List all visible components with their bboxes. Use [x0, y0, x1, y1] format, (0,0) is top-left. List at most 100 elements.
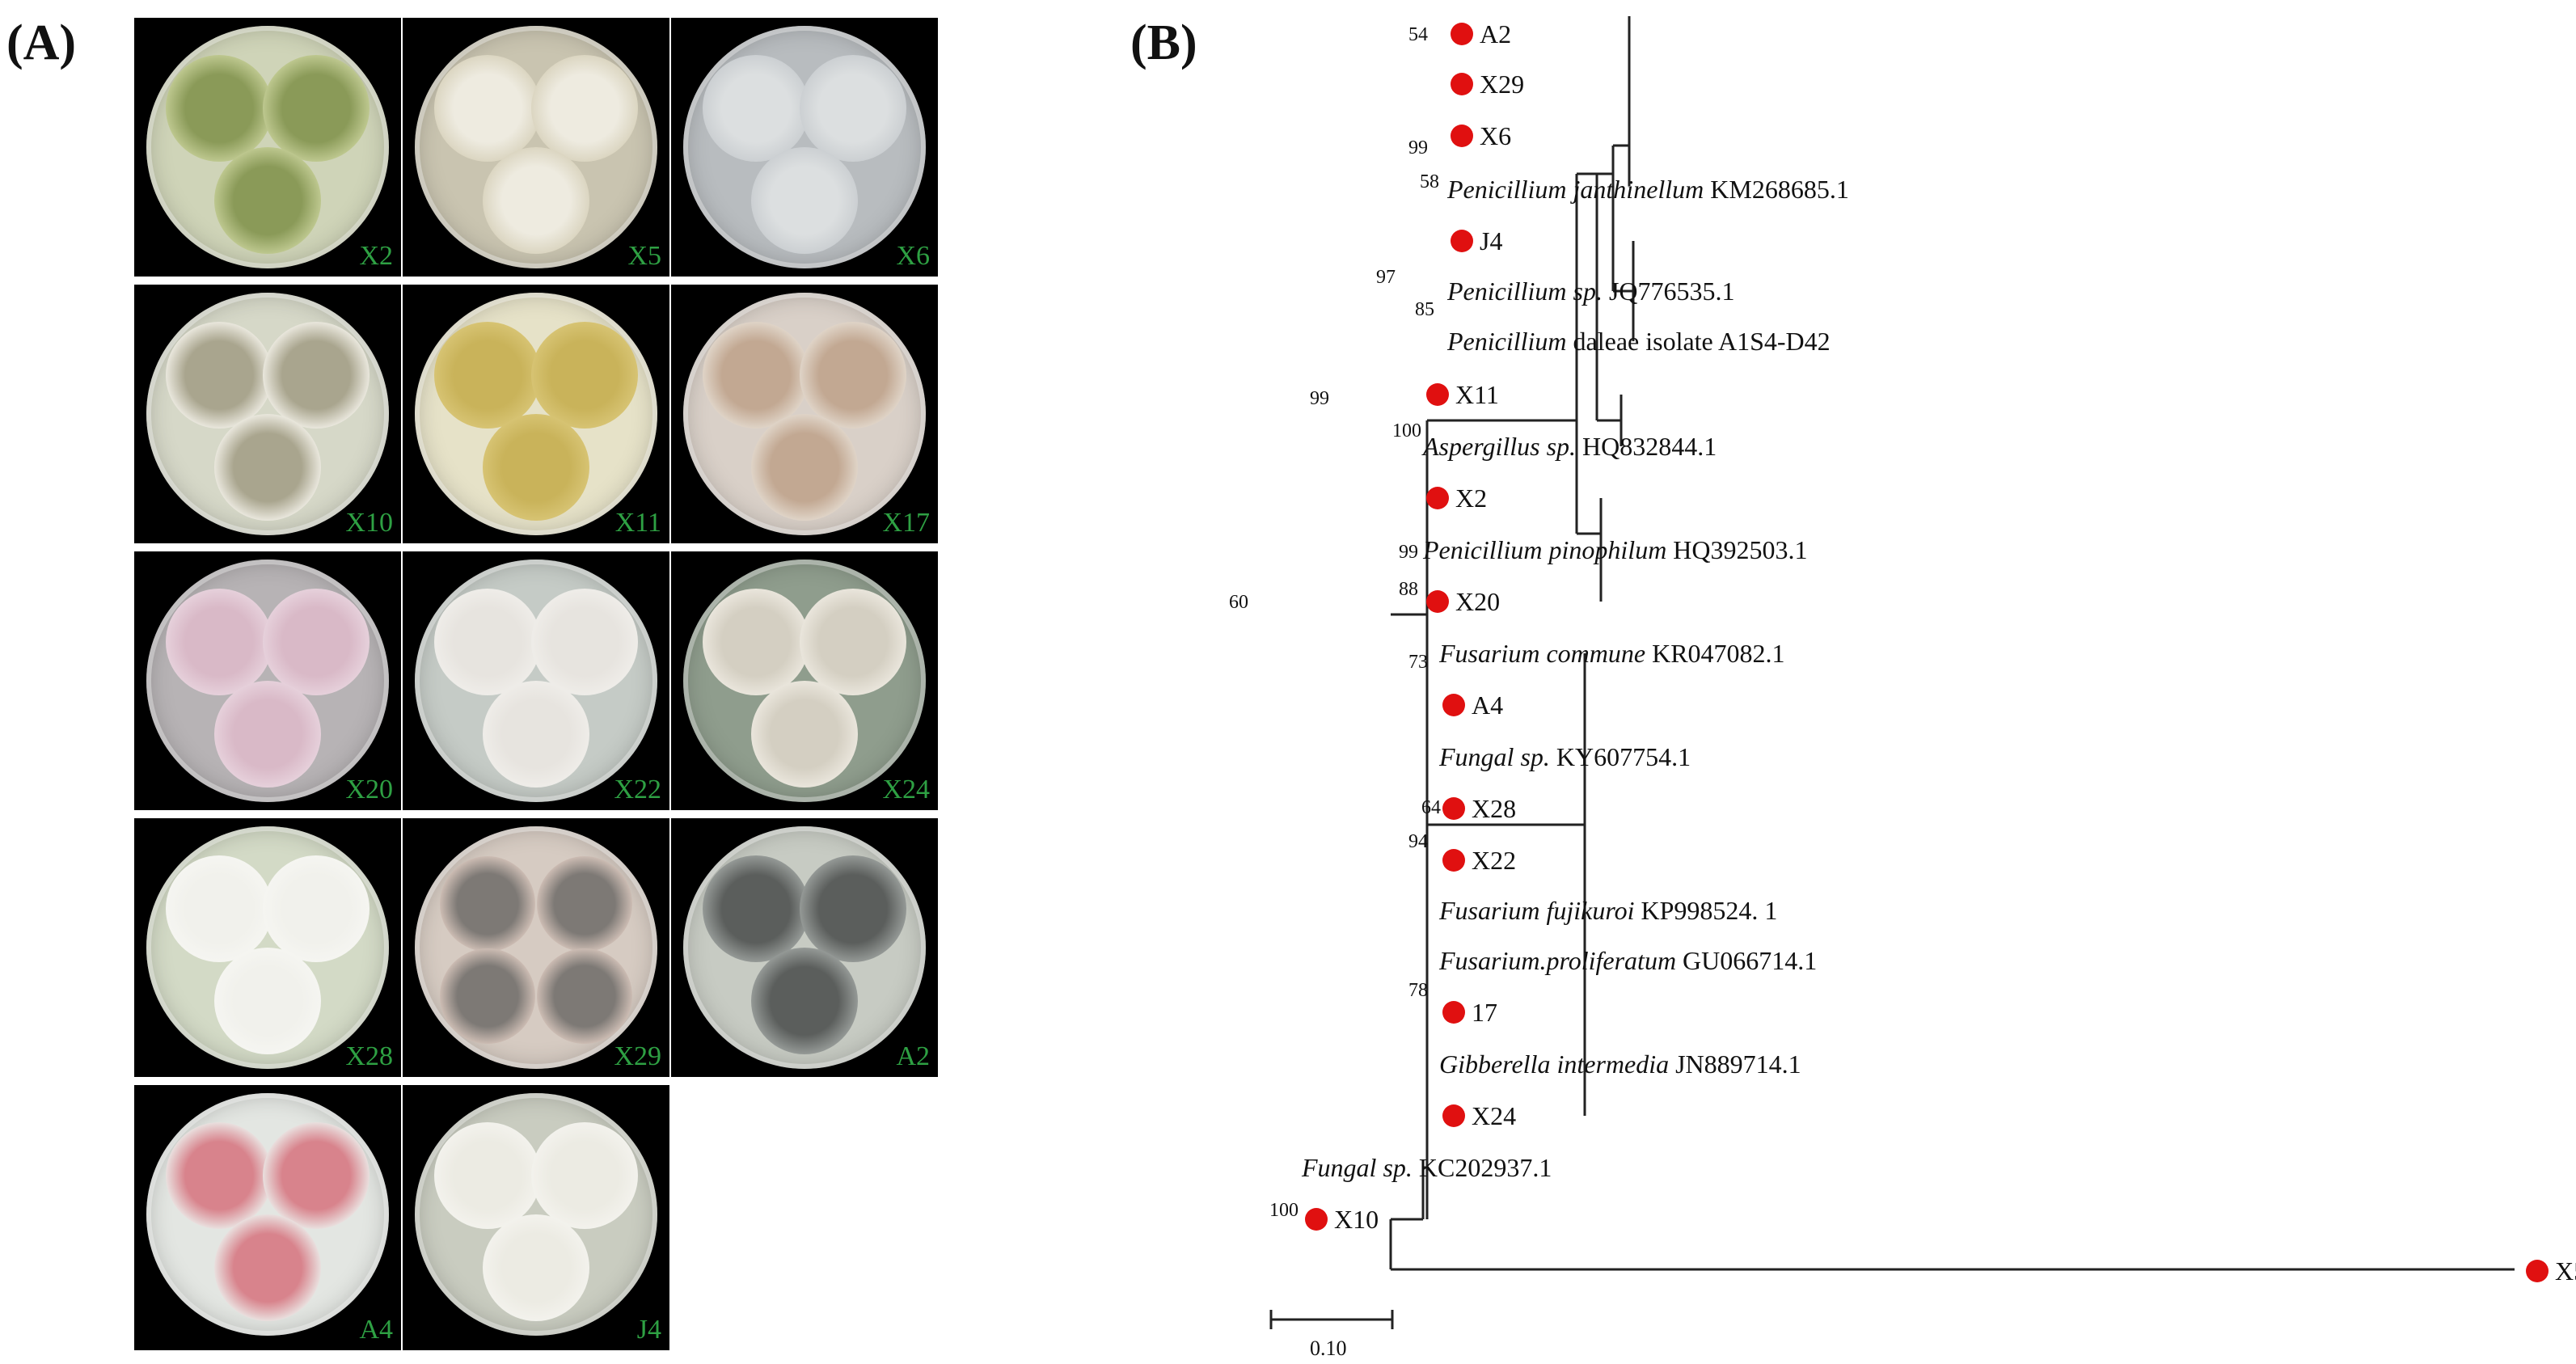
bootstrap-value: 88 [1399, 579, 1418, 600]
leaf-label: Fusarium fujikuroi KP998524. 1 [1438, 896, 1777, 925]
bootstrap-value: 100 [1392, 420, 1421, 441]
isolate-marker [1426, 590, 1449, 613]
petri-dish [415, 1093, 657, 1336]
fungal-colony [166, 1122, 272, 1229]
culture-plate-x22: X22 [403, 551, 669, 810]
bootstrap-value: 78 [1408, 980, 1428, 1001]
fungal-colony [214, 147, 321, 254]
leaf-label: X5 [2555, 1256, 2576, 1286]
culture-plate-x5: X5 [403, 18, 669, 277]
scale-bar: 0.10 [1269, 1310, 1394, 1360]
leaf-label: Fusarium.proliferatum GU066714.1 [1438, 946, 1817, 975]
tree-leaf: X11 [1426, 380, 1499, 409]
isolate-marker [1451, 230, 1473, 252]
tree-leaf: X20 [1426, 587, 1500, 616]
fungal-colony [537, 856, 632, 952]
fungal-colony [434, 322, 541, 429]
tree-leaf: X6 [1451, 121, 1511, 150]
fungal-colony [751, 414, 858, 521]
petri-dish [683, 560, 926, 802]
petri-dish [146, 293, 389, 535]
scale-bar-label: 0.10 [1310, 1337, 1347, 1360]
fungal-colony [434, 55, 541, 162]
tree-leaf: Penicillium pinophilum HQ392503.1 [1422, 535, 1808, 564]
leaf-label: Penicillium pinophilum HQ392503.1 [1422, 535, 1808, 564]
tree-leaf: X10 [1305, 1205, 1379, 1234]
fungal-colony [531, 589, 638, 695]
bootstrap-value: 99 [1310, 388, 1329, 409]
bootstrap-value: 73 [1408, 652, 1428, 673]
leaf-label: J4 [1480, 226, 1502, 255]
petri-dish [683, 26, 926, 268]
plate-label: X17 [882, 508, 930, 538]
leaf-label: Gibberella intermedia JN889714.1 [1439, 1049, 1801, 1079]
fungal-colony [703, 322, 809, 429]
fungal-colony [434, 1122, 541, 1229]
tree-leaf: Penicillium sp. JQ776535.1 [1446, 277, 1735, 306]
plate-label: X10 [345, 508, 393, 538]
fungal-colony [440, 856, 535, 952]
bootstrap-value: 85 [1415, 299, 1434, 320]
isolate-marker [1451, 125, 1473, 147]
petri-dish [683, 826, 926, 1069]
bootstrap-value: 100 [1269, 1200, 1299, 1221]
plate-label: X22 [614, 775, 661, 804]
petri-dish [146, 1093, 389, 1336]
fungal-colony [214, 1214, 321, 1321]
tree-leaf: Penicillium daleae isolate A1S4-D42 [1446, 327, 1831, 356]
leaf-label: X10 [1334, 1205, 1379, 1234]
leaf-label: X11 [1455, 380, 1499, 409]
leaf-label: 17 [1472, 998, 1497, 1027]
leaf-label: A4 [1472, 690, 1503, 720]
culture-plate-x2: X2 [134, 18, 401, 277]
culture-plate-a4: A4 [134, 1085, 401, 1350]
fungal-colony [214, 414, 321, 521]
leaf-label: X6 [1480, 121, 1511, 150]
isolate-marker [1442, 1001, 1465, 1024]
plate-label: A2 [896, 1041, 930, 1071]
tree-leaf: Fungal sp. KC202937.1 [1301, 1153, 1552, 1182]
leaf-label: Penicillium daleae isolate A1S4-D42 [1446, 327, 1831, 356]
tree-leaf: X29 [1451, 70, 1524, 99]
leaf-label: X22 [1472, 846, 1516, 875]
fungal-colony [263, 55, 370, 162]
plate-label: A4 [359, 1315, 393, 1345]
bootstrap-value: 99 [1399, 542, 1418, 563]
bootstrap-value: 64 [1421, 797, 1441, 818]
fungal-colony [440, 948, 535, 1044]
isolate-marker [1426, 383, 1449, 406]
tree-leaf: A2 [1451, 19, 1511, 49]
fungal-colony [800, 855, 906, 962]
fungal-colony [483, 147, 589, 254]
tree-leaf: X28 [1442, 794, 1516, 823]
fungal-colony [703, 55, 809, 162]
fungal-colony [531, 55, 638, 162]
culture-plate-x6: X6 [671, 18, 938, 277]
fungal-colony [531, 1122, 638, 1229]
petri-dish [415, 826, 657, 1069]
tree-leaf: Gibberella intermedia JN889714.1 [1439, 1049, 1801, 1079]
leaf-label: Fungal sp. KC202937.1 [1301, 1153, 1552, 1182]
bootstrap-value: 97 [1376, 267, 1396, 288]
fungal-colony [800, 589, 906, 695]
isolate-marker [1442, 849, 1465, 872]
isolate-marker [1451, 23, 1473, 45]
bootstrap-value: 99 [1408, 137, 1428, 158]
tree-leaf: X22 [1442, 846, 1516, 875]
culture-plate-x24: X24 [671, 551, 938, 810]
tree-leaf: Fusarium.proliferatum GU066714.1 [1438, 946, 1817, 975]
fungal-colony [434, 589, 541, 695]
fungal-colony [214, 948, 321, 1054]
plate-label: X11 [614, 508, 661, 538]
plate-label: X6 [896, 241, 930, 271]
tree-leaf: Fusarium commune KR047082.1 [1438, 639, 1785, 668]
petri-dish [415, 560, 657, 802]
fungal-colony [703, 855, 809, 962]
fungal-colony [263, 1122, 370, 1229]
fungal-colony [166, 55, 272, 162]
fungal-colony [800, 55, 906, 162]
panel-label-a: (A) [6, 15, 77, 70]
tree-leaf: Penicillium janthinellum KM268685.1 [1446, 175, 1849, 204]
